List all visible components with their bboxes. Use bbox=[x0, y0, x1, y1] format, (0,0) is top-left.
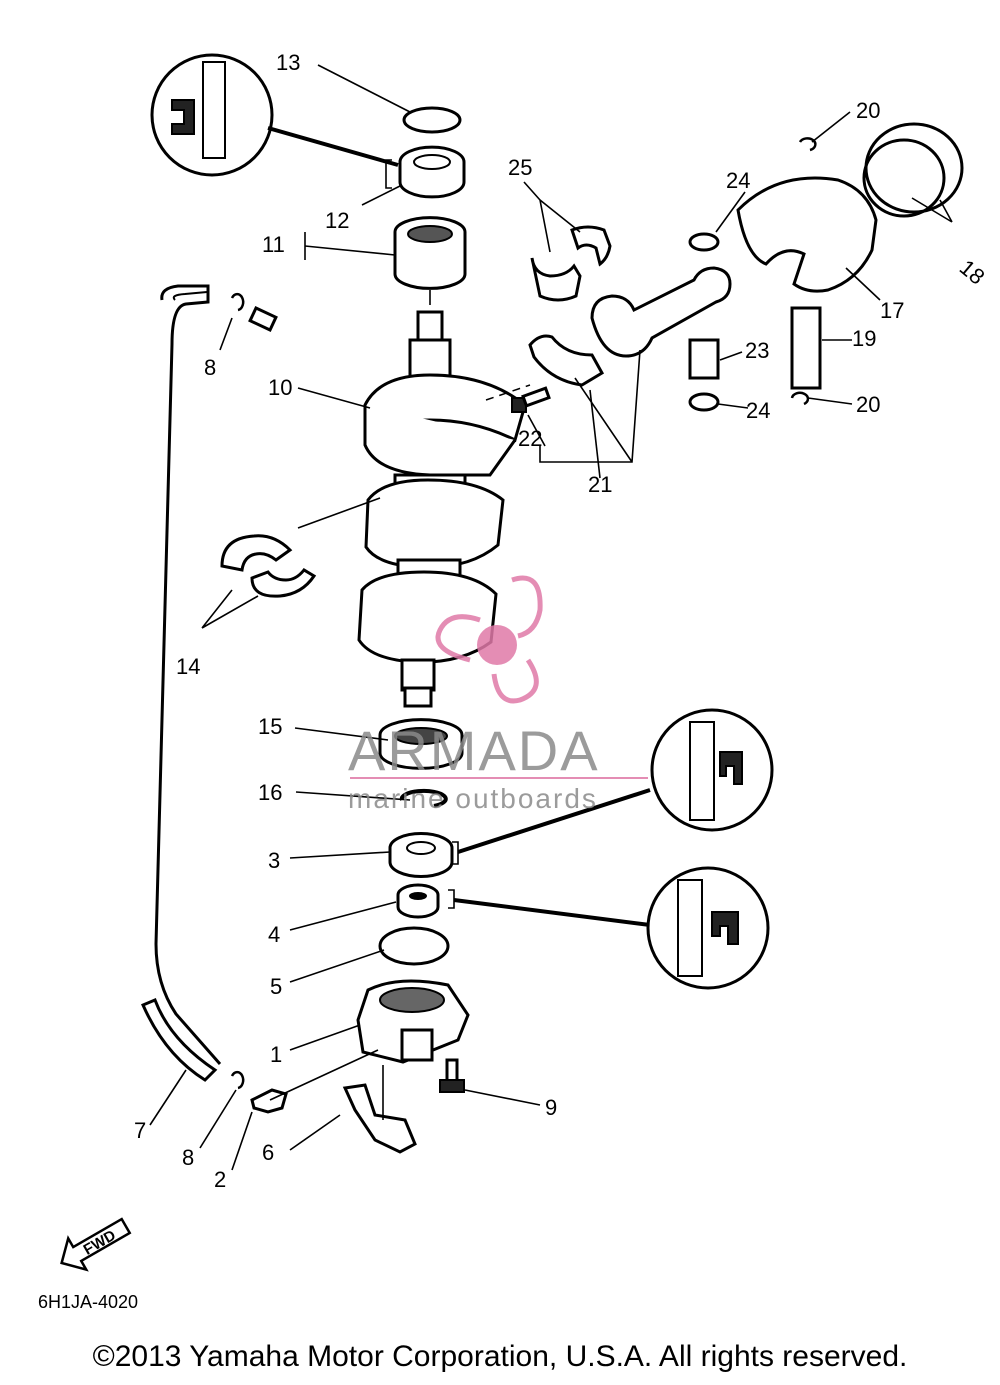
needle-bearing-23 bbox=[688, 338, 720, 380]
callout-22: 22 bbox=[518, 426, 542, 451]
thrust-washer-24-top bbox=[688, 232, 720, 252]
drawing-code: 6H1JA-4020 bbox=[38, 1292, 139, 1312]
main-bearing-14 bbox=[220, 534, 317, 598]
detail-circle-seal-mid bbox=[650, 708, 774, 832]
callout-5: 5 bbox=[270, 974, 282, 999]
callout-19: 19 bbox=[852, 326, 876, 351]
watermark-tagline: marine outboards bbox=[348, 783, 598, 814]
callout-10: 10 bbox=[268, 375, 292, 400]
crankshaft-10 bbox=[357, 310, 527, 708]
callout-25: 25 bbox=[508, 155, 532, 180]
o-ring-5 bbox=[378, 926, 450, 966]
propeller-logo-icon bbox=[435, 575, 543, 704]
watermark-brand: ARMADA bbox=[348, 719, 600, 782]
oil-seal-3 bbox=[388, 788, 651, 878]
callout-1: 1 bbox=[270, 1042, 282, 1067]
callout-11: 11 bbox=[262, 232, 285, 257]
bracket-6 bbox=[342, 1083, 417, 1154]
callout-23: 23 bbox=[745, 338, 769, 363]
callout-12: 12 bbox=[325, 208, 349, 233]
callout-13: 13 bbox=[276, 50, 300, 75]
callout-4: 4 bbox=[268, 922, 280, 947]
piston-ring-18-b bbox=[862, 138, 946, 218]
callout-24-top: 24 bbox=[726, 168, 750, 193]
callout-15: 15 bbox=[258, 714, 282, 739]
crankshaft-assembly bbox=[250, 106, 651, 1154]
piston-17 bbox=[736, 176, 878, 293]
callout-14: 14 bbox=[176, 654, 200, 679]
oil-seal-4 bbox=[396, 883, 651, 927]
breather-hose-7 bbox=[141, 284, 278, 1090]
callout-20-top: 20 bbox=[856, 98, 880, 123]
callout-8-top: 8 bbox=[204, 355, 216, 380]
pin-clip-20-top bbox=[798, 137, 817, 152]
callout-2: 2 bbox=[214, 1167, 226, 1192]
pin-clip-20-bottom bbox=[790, 391, 810, 406]
thrust-washer-24-bottom bbox=[688, 392, 720, 412]
callout-17: 17 bbox=[880, 298, 904, 323]
fitting-2 bbox=[250, 1088, 288, 1114]
oil-seal-12 bbox=[385, 145, 466, 199]
callout-21: 21 bbox=[588, 472, 612, 497]
callout-20-bottom: 20 bbox=[856, 392, 880, 417]
callout-24-bottom: 24 bbox=[746, 398, 770, 423]
callout-16: 16 bbox=[258, 780, 282, 805]
rod-bolt-22 bbox=[511, 386, 551, 413]
callout-9: 9 bbox=[545, 1095, 557, 1120]
copyright-notice: ©2013 Yamaha Motor Corporation, U.S.A. A… bbox=[92, 1340, 908, 1373]
detail-circle-seal-top bbox=[150, 53, 399, 177]
detail-circle-seal-bottom bbox=[646, 866, 770, 990]
leader-lines bbox=[149, 64, 953, 1171]
armada-watermark: ARMADA marine outboards bbox=[348, 575, 648, 814]
callout-3: 3 bbox=[268, 848, 280, 873]
callout-8-bottom: 8 bbox=[182, 1145, 194, 1170]
piston-pin-19 bbox=[790, 306, 822, 390]
connecting-rod-assembly bbox=[485, 122, 964, 413]
fwd-arrow: FWD bbox=[60, 1217, 132, 1272]
callout-18: 18 bbox=[955, 255, 990, 290]
bearing-11 bbox=[393, 216, 467, 290]
lower-housing-1 bbox=[356, 979, 470, 1064]
callout-7: 7 bbox=[134, 1118, 146, 1143]
callout-6: 6 bbox=[262, 1140, 274, 1165]
o-ring-13 bbox=[402, 106, 462, 134]
bolt-9 bbox=[439, 1058, 465, 1093]
bearing-15 bbox=[378, 718, 464, 770]
circlip-16 bbox=[399, 788, 448, 808]
